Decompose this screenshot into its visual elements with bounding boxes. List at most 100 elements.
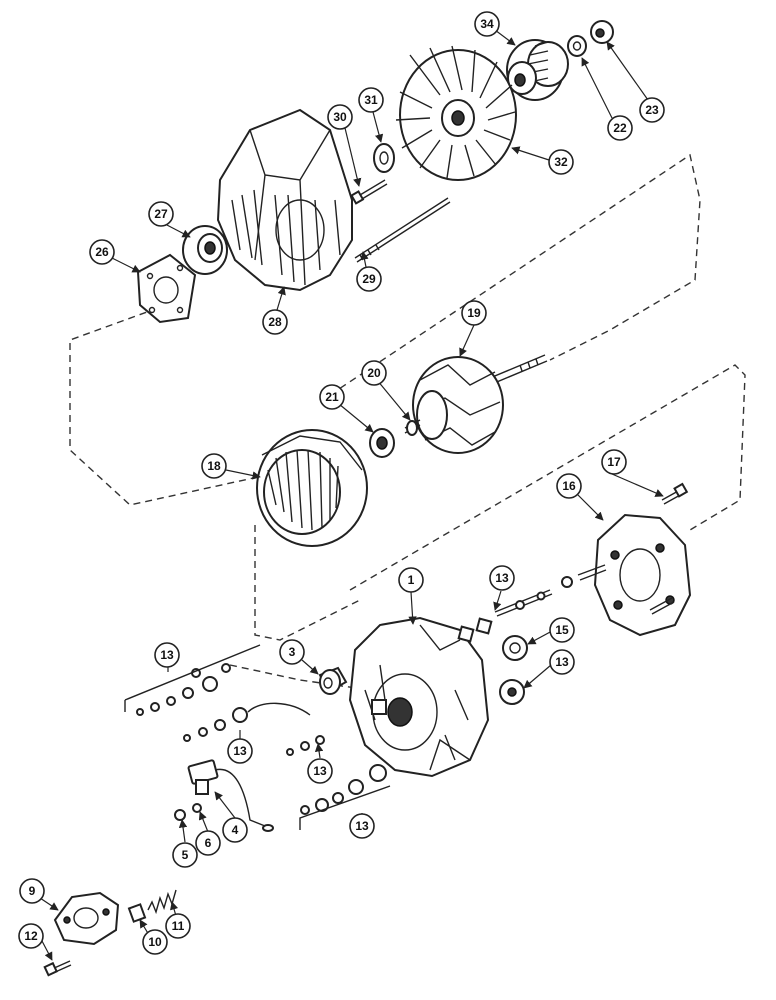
svg-text:28: 28 bbox=[268, 315, 282, 329]
drive-end-housing bbox=[216, 108, 353, 292]
terminal-hardware-row-1 bbox=[124, 644, 261, 716]
svg-text:3: 3 bbox=[289, 645, 296, 659]
callout-11: 11 bbox=[165, 913, 191, 939]
svg-text:5: 5 bbox=[182, 848, 189, 862]
callout-4: 4 bbox=[222, 817, 248, 843]
svg-text:18: 18 bbox=[207, 459, 221, 473]
callout-21: 21 bbox=[319, 384, 345, 410]
svg-text:15: 15 bbox=[555, 623, 569, 637]
brush-holder-9 bbox=[53, 891, 120, 946]
screw-12 bbox=[43, 960, 72, 977]
svg-text:4: 4 bbox=[232, 823, 239, 837]
stator-18 bbox=[256, 429, 368, 547]
svg-text:6: 6 bbox=[205, 836, 212, 850]
svg-text:20: 20 bbox=[367, 366, 381, 380]
terminal-hardware-row-2 bbox=[183, 702, 311, 742]
nut-23 bbox=[590, 20, 614, 44]
sleeve-3 bbox=[318, 666, 348, 695]
retainer-plate-26 bbox=[136, 253, 197, 324]
svg-text:13: 13 bbox=[313, 764, 327, 778]
svg-text:32: 32 bbox=[554, 155, 568, 169]
slip-ring-end-housing bbox=[348, 616, 490, 778]
through-bolt-29 bbox=[354, 197, 451, 263]
svg-text:13: 13 bbox=[355, 819, 369, 833]
brush-10 bbox=[127, 903, 147, 923]
callout-31: 31 bbox=[358, 87, 384, 113]
svg-text:11: 11 bbox=[172, 919, 185, 933]
fan bbox=[395, 45, 517, 181]
callout-30: 30 bbox=[327, 104, 353, 130]
callout-28: 28 bbox=[262, 309, 288, 335]
assembly-line-lower bbox=[229, 664, 371, 691]
callout-19: 19 bbox=[461, 300, 487, 326]
svg-text:16: 16 bbox=[562, 479, 576, 493]
screw-5 bbox=[174, 809, 186, 821]
svg-text:22: 22 bbox=[613, 121, 627, 135]
callout-23: 23 bbox=[639, 97, 665, 123]
svg-text:9: 9 bbox=[29, 884, 36, 898]
svg-text:31: 31 bbox=[364, 93, 378, 107]
callout-1: 1 bbox=[398, 567, 424, 593]
callout-22: 22 bbox=[607, 115, 633, 141]
callout-27: 27 bbox=[148, 201, 174, 227]
callout-9: 9 bbox=[19, 878, 45, 904]
svg-text:26: 26 bbox=[95, 245, 109, 259]
callout-13-center: 13 bbox=[307, 758, 333, 784]
capacitor-4 bbox=[187, 759, 274, 832]
spacer-31 bbox=[373, 143, 395, 173]
callout-15: 15 bbox=[549, 617, 575, 643]
svg-text:23: 23 bbox=[645, 103, 659, 117]
callout-6: 6 bbox=[195, 830, 221, 856]
insulator-15 bbox=[502, 635, 528, 661]
pulley bbox=[506, 39, 569, 101]
bearing-27 bbox=[182, 225, 228, 275]
callout-10: 10 bbox=[142, 929, 168, 955]
svg-text:34: 34 bbox=[480, 17, 494, 31]
washer-22 bbox=[567, 35, 587, 57]
callout-13-top: 13 bbox=[489, 565, 515, 591]
bushing-13 bbox=[499, 679, 525, 705]
callout-17: 17 bbox=[601, 449, 627, 475]
rectifier-plate-16 bbox=[577, 513, 692, 637]
rotor-19 bbox=[404, 354, 548, 454]
callout-13-right: 13 bbox=[549, 649, 575, 675]
svg-text:1: 1 bbox=[408, 573, 415, 587]
bolt-30 bbox=[350, 179, 388, 205]
svg-text:12: 12 bbox=[24, 929, 38, 943]
callout-5: 5 bbox=[172, 842, 198, 868]
svg-text:13: 13 bbox=[555, 655, 569, 669]
callout-34: 34 bbox=[474, 11, 500, 37]
svg-text:13: 13 bbox=[160, 648, 174, 662]
terminal-hardware-row-3 bbox=[299, 764, 391, 830]
spring-11 bbox=[147, 889, 177, 915]
bearing-21 bbox=[369, 428, 395, 458]
svg-text:29: 29 bbox=[362, 272, 376, 286]
callout-13-left-lower: 13 bbox=[227, 738, 253, 764]
callout-13-left-upper: 13 bbox=[154, 642, 180, 668]
assembly-line-middle bbox=[254, 364, 746, 641]
svg-text:27: 27 bbox=[154, 207, 168, 221]
callout-20: 20 bbox=[361, 360, 387, 386]
assembly-line-upper bbox=[69, 153, 701, 506]
callout-13-bottom: 13 bbox=[349, 813, 375, 839]
svg-text:19: 19 bbox=[467, 306, 481, 320]
svg-text:30: 30 bbox=[333, 110, 347, 124]
svg-text:13: 13 bbox=[495, 571, 509, 585]
washer-6 bbox=[192, 803, 202, 813]
callout-3: 3 bbox=[279, 639, 305, 665]
callout-26: 26 bbox=[89, 239, 115, 265]
callout-18: 18 bbox=[201, 453, 227, 479]
svg-text:21: 21 bbox=[325, 390, 339, 404]
svg-text:10: 10 bbox=[148, 935, 162, 949]
svg-text:13: 13 bbox=[233, 744, 247, 758]
screw-17 bbox=[661, 482, 689, 505]
svg-text:17: 17 bbox=[607, 455, 621, 469]
callout-12: 12 bbox=[18, 923, 44, 949]
callout-29: 29 bbox=[356, 266, 382, 292]
callout-16: 16 bbox=[556, 473, 582, 499]
rectifier-hardware-right bbox=[457, 576, 573, 643]
callout-32: 32 bbox=[548, 149, 574, 175]
leader-lines bbox=[39, 26, 664, 961]
